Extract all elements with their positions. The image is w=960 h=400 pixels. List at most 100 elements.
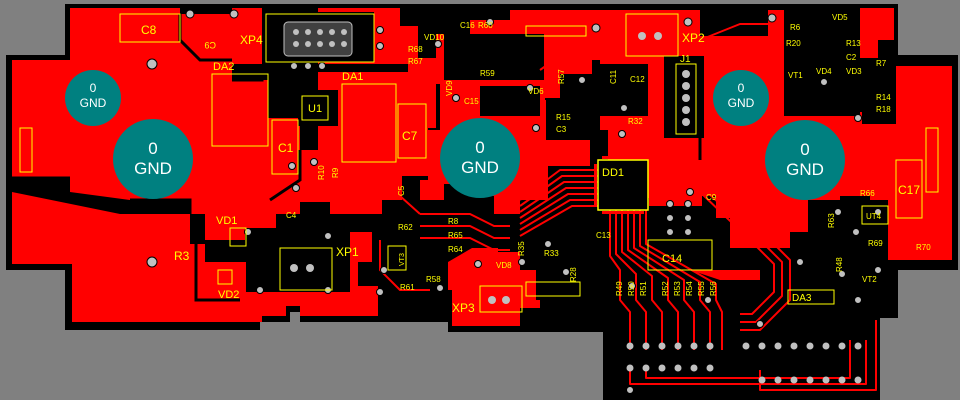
via bbox=[704, 296, 712, 304]
via bbox=[578, 76, 586, 84]
trace-vt3 bbox=[379, 240, 430, 291]
outline-vd1 bbox=[229, 227, 247, 247]
label-c14: C14 bbox=[662, 253, 682, 265]
hdr-pin bbox=[838, 376, 846, 384]
trace-left-1 bbox=[420, 213, 510, 227]
gnd-pad bbox=[765, 120, 845, 200]
label-r49: R49 bbox=[615, 281, 624, 296]
label-c8: C8 bbox=[141, 23, 157, 37]
hdr-pin bbox=[742, 342, 750, 350]
via bbox=[666, 200, 674, 208]
gnd-hole-large-center: 0 GND bbox=[440, 118, 520, 198]
via bbox=[666, 214, 674, 222]
via bbox=[820, 78, 828, 86]
j1-pin bbox=[682, 70, 690, 78]
label-r35: R35 bbox=[517, 241, 526, 256]
label-r28: R28 bbox=[569, 267, 578, 282]
void-vd5-region bbox=[784, 10, 860, 116]
label-r65: R65 bbox=[448, 231, 463, 240]
label-vd10: VD10 bbox=[424, 33, 445, 42]
via bbox=[290, 62, 298, 70]
outline-c1 bbox=[271, 119, 299, 175]
trace-left-2 bbox=[420, 225, 510, 239]
label-r61: R61 bbox=[400, 283, 415, 292]
label-c17: C17 bbox=[898, 183, 920, 197]
via bbox=[666, 228, 674, 236]
gnd-hole-large-right: 0 GND bbox=[765, 120, 845, 200]
j1-outline bbox=[675, 63, 697, 135]
trace-top-1 bbox=[589, 29, 621, 60]
label-r3: R3 bbox=[174, 249, 190, 263]
outline-left-edge bbox=[19, 127, 33, 173]
hdr-pin bbox=[790, 342, 798, 350]
label-da3: DA3 bbox=[792, 293, 812, 304]
gnd-net-number: 0 bbox=[800, 140, 809, 159]
isolation-lines bbox=[12, 14, 888, 302]
via bbox=[288, 162, 296, 170]
gnd-net-number: 0 bbox=[90, 81, 97, 95]
label-c13: C13 bbox=[596, 231, 611, 240]
hdr-pin bbox=[706, 342, 714, 350]
hdr-pin bbox=[642, 364, 650, 372]
via bbox=[618, 130, 626, 138]
xp4-pin bbox=[293, 29, 299, 35]
label-ut4: UT4 bbox=[866, 212, 882, 221]
xp4-pin bbox=[329, 29, 335, 35]
xp1-pin bbox=[306, 264, 314, 272]
hdr-pin bbox=[774, 342, 782, 350]
label-vd2: VD2 bbox=[218, 289, 239, 301]
hdr-pin bbox=[626, 364, 634, 372]
via bbox=[767, 13, 777, 23]
via bbox=[874, 208, 882, 216]
label-r54: R54 bbox=[685, 281, 694, 296]
gnd-pad bbox=[113, 119, 193, 199]
xp4-pin bbox=[305, 41, 311, 47]
outline-xp1 bbox=[279, 247, 333, 291]
via bbox=[376, 26, 384, 34]
xp4-pin bbox=[293, 41, 299, 47]
label-r14: R14 bbox=[876, 93, 891, 102]
trace-bundle-3 bbox=[519, 181, 600, 213]
label-r7: R7 bbox=[876, 59, 887, 68]
void-center-top bbox=[444, 34, 544, 80]
xp4-pin bbox=[305, 29, 311, 35]
via bbox=[526, 84, 534, 92]
trace-down-5 bbox=[633, 210, 695, 350]
dd1-pad-col bbox=[594, 164, 597, 206]
hdr-pin bbox=[758, 342, 766, 350]
hdr-pin bbox=[690, 342, 698, 350]
outline-xp2 bbox=[625, 13, 679, 57]
via bbox=[684, 200, 692, 208]
via bbox=[562, 268, 570, 276]
outline-r28 bbox=[525, 281, 581, 297]
via bbox=[185, 9, 195, 19]
void-r28 bbox=[536, 270, 586, 300]
gnd-hole-large-left: 0 GND bbox=[113, 119, 193, 199]
gnd-pad bbox=[713, 70, 769, 126]
void-da1-top bbox=[318, 64, 408, 72]
outline-c17 bbox=[895, 159, 923, 219]
via bbox=[591, 23, 601, 33]
gnd-hole-small-right: 0 GND bbox=[713, 70, 769, 126]
trace-top-3 bbox=[699, 23, 784, 41]
label-c9-mirror: C9 bbox=[204, 40, 216, 50]
gnd-net-number: 0 bbox=[475, 138, 484, 157]
trace-down-2 bbox=[615, 210, 647, 350]
hdr-pin bbox=[706, 364, 714, 372]
via bbox=[852, 228, 860, 236]
dd1-body bbox=[597, 159, 649, 211]
via bbox=[628, 282, 636, 290]
label-xp2: XP2 bbox=[682, 31, 705, 45]
trace-bundle-4 bbox=[519, 187, 600, 219]
label-r62: R62 bbox=[398, 223, 413, 232]
hdr-pin bbox=[854, 376, 862, 384]
via bbox=[376, 42, 384, 50]
label-r32: R32 bbox=[628, 117, 643, 126]
label-c16: C16 bbox=[460, 21, 475, 30]
outline-right-edge bbox=[925, 127, 939, 193]
xp2-pin bbox=[654, 32, 662, 40]
label-c2: C2 bbox=[846, 53, 857, 62]
via bbox=[310, 158, 318, 166]
via bbox=[796, 258, 804, 266]
trace-bundle-5 bbox=[519, 193, 600, 225]
